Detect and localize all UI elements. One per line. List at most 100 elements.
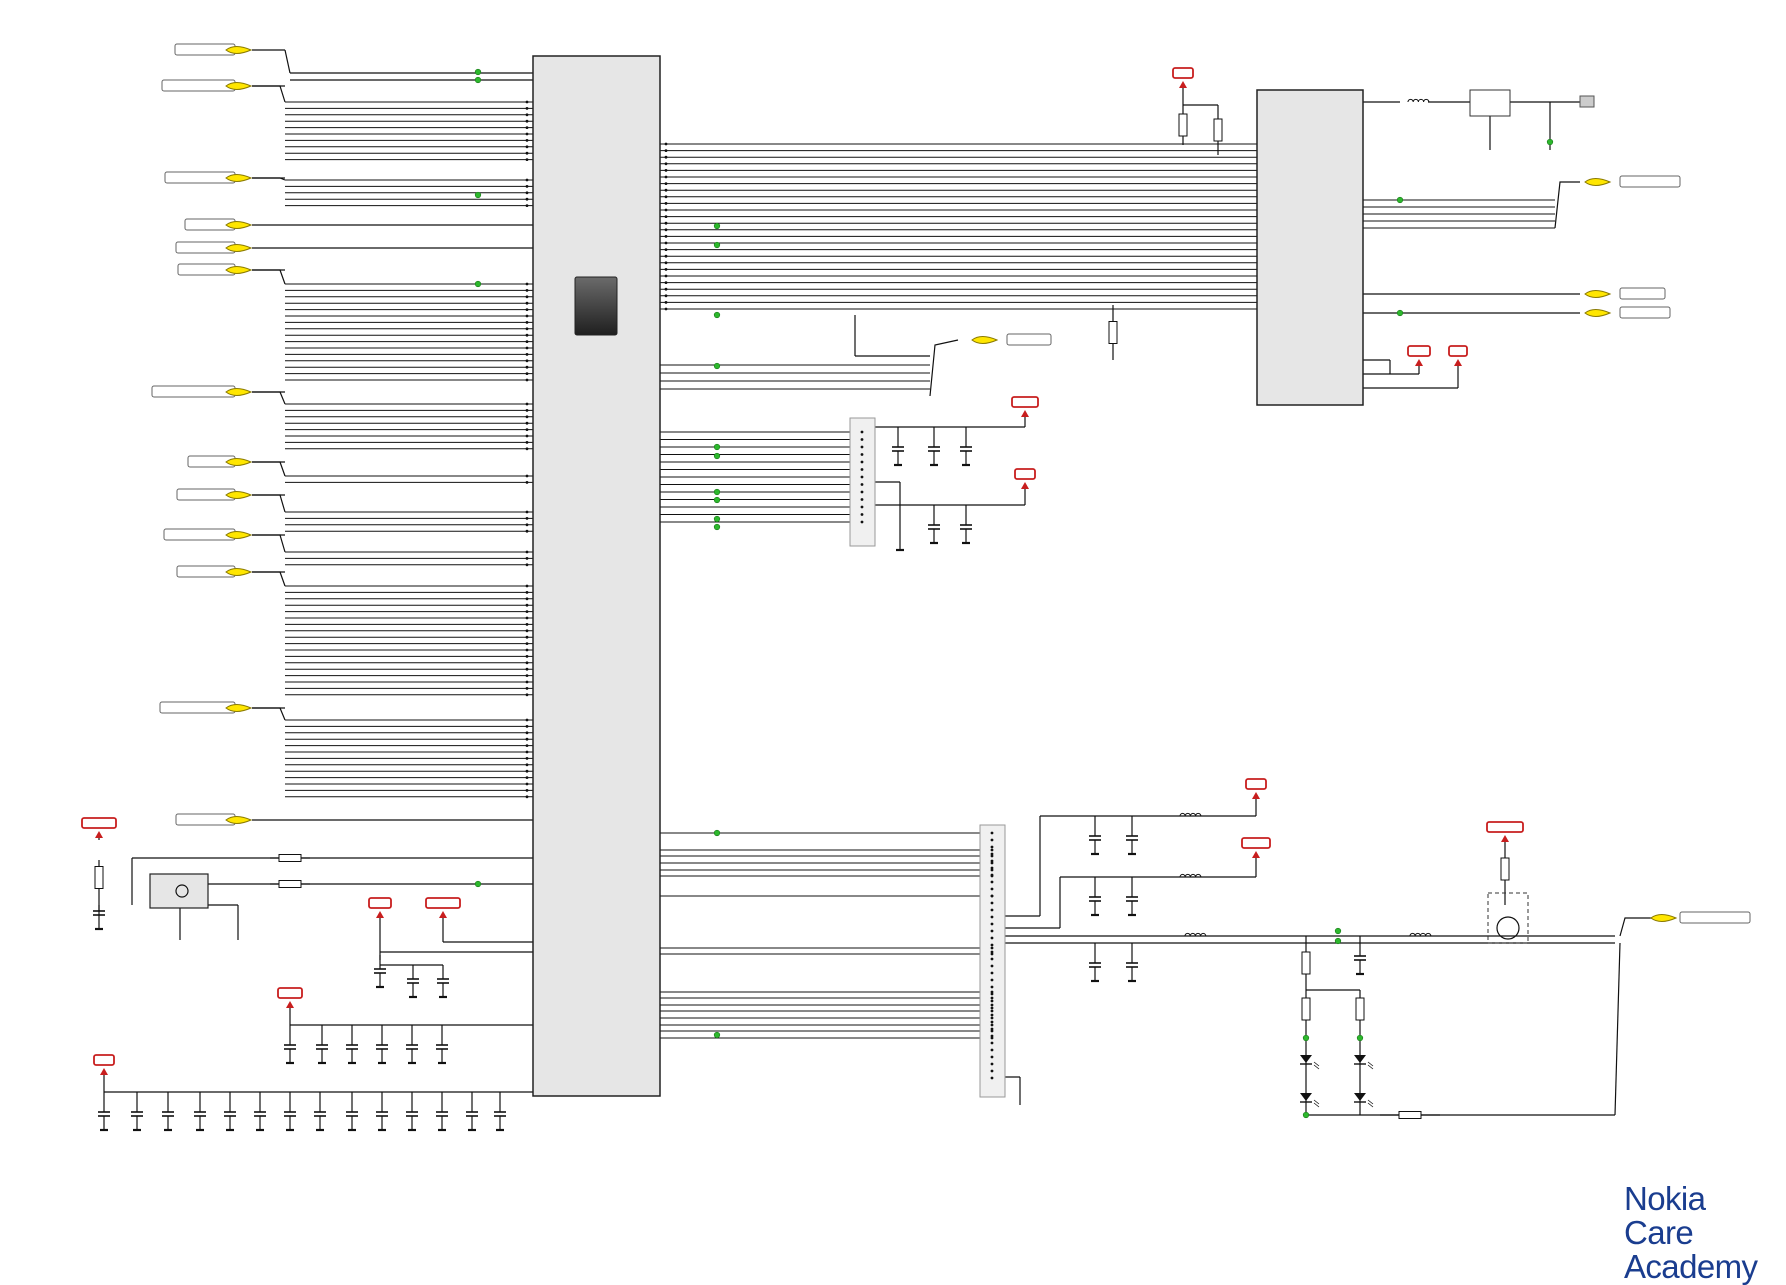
pin-dot (990, 1009, 994, 1013)
pin-dot (990, 1041, 994, 1045)
signal-flag (225, 244, 253, 252)
pin-dot (990, 854, 994, 858)
resistor (278, 854, 302, 862)
pin-dot (525, 346, 529, 350)
led-icon (1354, 1055, 1366, 1063)
pin-dot (990, 1062, 994, 1066)
net-label (1619, 287, 1666, 300)
pin-dot (525, 100, 529, 104)
pin-dot (664, 254, 668, 258)
led-ray (1313, 1102, 1320, 1108)
pin-dot (525, 623, 529, 626)
inductor (1179, 873, 1202, 878)
pin-dot (990, 1076, 994, 1080)
junction-dot (713, 829, 721, 837)
pin-dot (525, 434, 529, 438)
pin-dot (525, 314, 529, 318)
power-net-label (93, 1054, 115, 1066)
resistor (1301, 997, 1311, 1021)
power-arrow-icon (1179, 81, 1187, 88)
wire (252, 494, 286, 513)
pin-dot (664, 221, 668, 225)
signal-flag (225, 221, 253, 229)
junction-dot (474, 280, 482, 288)
pin-dot (525, 308, 529, 311)
power-net-label (1245, 778, 1267, 790)
pin-dot (525, 789, 529, 792)
signal-flag (225, 704, 253, 712)
pin-dot (525, 447, 529, 451)
led-icon (1300, 1093, 1312, 1101)
main-asic (532, 55, 661, 1097)
pin-dot (990, 978, 994, 982)
pin-dot (525, 782, 529, 786)
power-arrow-icon (286, 1001, 294, 1008)
pin-dot (860, 498, 864, 501)
nokia-care-academy-logo: Nokia Care Academy (1624, 1182, 1779, 1284)
pin-dot (525, 725, 529, 728)
resistor (1301, 951, 1311, 975)
inductor (1179, 812, 1202, 817)
pin-dot (525, 718, 529, 722)
pin-dot (525, 648, 529, 652)
pin-dot (990, 1006, 994, 1010)
pin-dot (860, 520, 864, 524)
signal-flag (225, 174, 253, 182)
pin-dot (525, 763, 529, 767)
pin-dot (525, 603, 529, 607)
pin-dot (860, 460, 864, 464)
pin-dot (990, 1029, 994, 1033)
board-connector (849, 417, 876, 547)
resistor (94, 866, 104, 889)
wire (284, 49, 291, 74)
pin-dot (860, 430, 864, 434)
pin-dot (664, 287, 668, 291)
pin-dot (525, 415, 529, 419)
led-ray (1367, 1102, 1374, 1108)
junction-dot (1334, 927, 1342, 935)
pin-dot (525, 178, 529, 182)
pin-dot (664, 281, 668, 284)
resistor (1178, 113, 1188, 137)
pin-dot (525, 474, 529, 478)
pin-dot (525, 550, 529, 554)
junction-dot (1302, 1034, 1310, 1042)
pin-dot (860, 438, 864, 441)
pin-dot (990, 866, 994, 870)
power-arrow-icon (100, 1068, 108, 1075)
pin-dot (525, 680, 529, 684)
pin-dot (990, 1055, 994, 1059)
pin-dot (525, 145, 529, 149)
pin-dot (990, 1016, 994, 1020)
wire (252, 177, 286, 181)
pin-dot (664, 175, 668, 179)
microphone-icon (175, 884, 189, 898)
logo-line-2: Academy (1624, 1248, 1758, 1285)
pin-dot (525, 642, 529, 645)
pin-dot (525, 510, 529, 514)
pin-dot (990, 845, 994, 849)
junction-dot (474, 76, 482, 84)
wire-layer (93, 49, 1655, 1132)
pin-dot (990, 946, 994, 950)
transistor-icon (1496, 916, 1520, 940)
pin-dot (525, 151, 529, 155)
power-arrow-icon (95, 831, 103, 838)
pin-dot (525, 139, 529, 142)
pin-dot (664, 241, 668, 245)
pin-dot (525, 731, 529, 735)
led-icon (1300, 1055, 1312, 1063)
pin-dot (525, 282, 529, 286)
resistor (1108, 321, 1118, 344)
pin-dot (664, 248, 668, 252)
pin-dot (990, 952, 994, 956)
pin-dot (664, 202, 668, 205)
junction-dot (1356, 1034, 1364, 1042)
wire (252, 707, 286, 721)
net-label (1619, 306, 1671, 319)
pin-dot (525, 327, 529, 331)
pin-dot (525, 353, 529, 356)
junction-dot (713, 443, 721, 451)
junction-dot (1302, 1111, 1310, 1119)
pin-dot (990, 1003, 994, 1007)
